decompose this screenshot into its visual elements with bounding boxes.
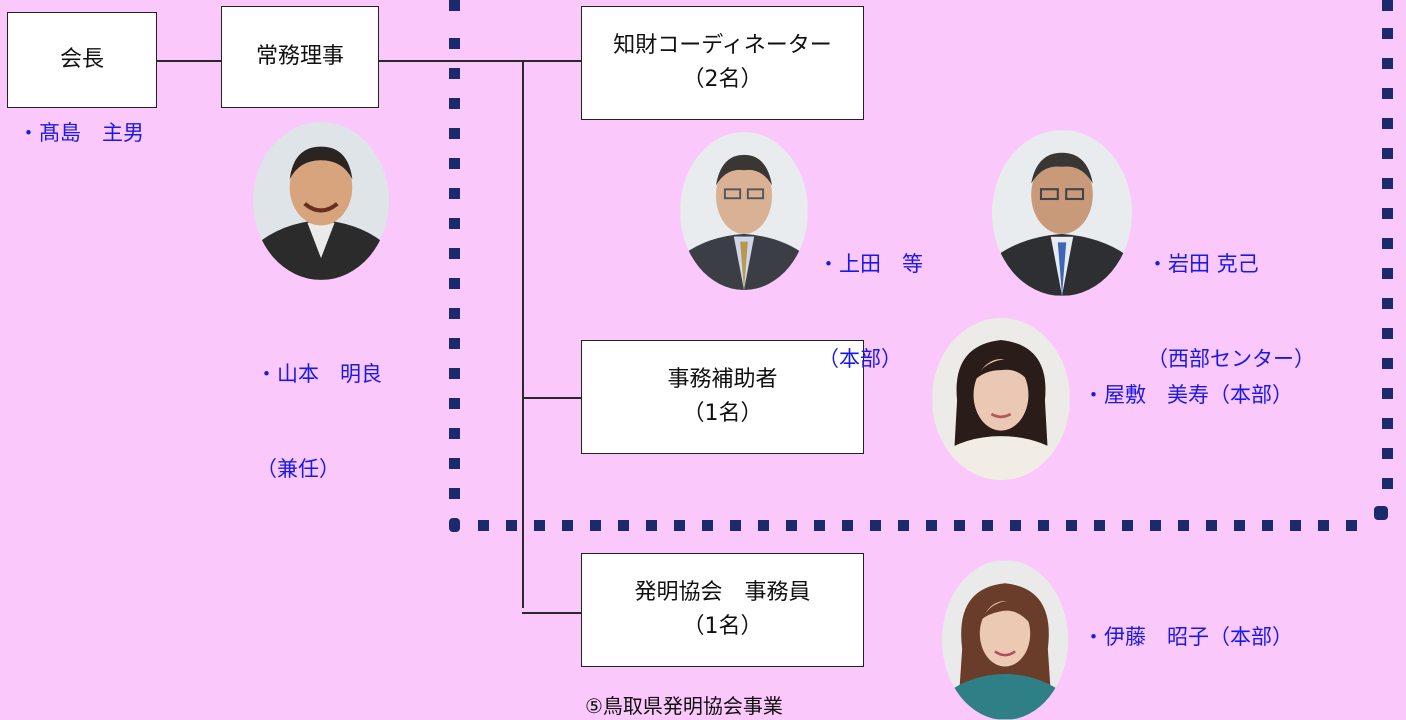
name-ueda: ・上田 等 （本部） — [818, 186, 923, 407]
clerk-count: （1名） — [682, 614, 763, 639]
assistant-title: 事務補助者 — [667, 366, 778, 392]
clerk-title: 発明協会 事務員 — [634, 579, 811, 605]
ueda-name: ・上田 等 — [818, 252, 923, 276]
coordinator-count: （2名） — [682, 67, 763, 92]
name-yashiki: ・屋敷 美寿（本部） — [1083, 383, 1293, 407]
name-takashima: ・髙島 主男 — [18, 121, 144, 145]
name-iwata: ・岩田 克己 （西部センター） — [1147, 186, 1315, 407]
iwata-location: （西部センター） — [1147, 346, 1315, 371]
figure-caption: ⑤鳥取県発明協会事業 — [585, 694, 783, 718]
yamamoto-photo-icon — [253, 122, 389, 280]
ueda-photo-icon — [680, 132, 808, 290]
name-yamamoto: ・山本 明良 （兼任） — [256, 296, 382, 517]
connector-vertical-trunk — [522, 60, 524, 608]
connector-chair-director — [156, 60, 222, 62]
assistant-count: （1名） — [682, 401, 763, 426]
chair-box: 会長 — [7, 12, 157, 108]
iwata-name: ・岩田 克己 — [1147, 252, 1259, 276]
connector-assistant — [522, 397, 581, 399]
assistant-box: 事務補助者 （1名） — [581, 340, 864, 454]
yashiki-photo-icon — [932, 318, 1070, 480]
director-box: 常務理事 — [221, 6, 379, 108]
connector-clerk — [522, 612, 581, 614]
yamamoto-name: ・山本 明良 — [256, 362, 382, 386]
coordinator-title: 知財コーディネーター — [613, 32, 832, 58]
name-ito: ・伊藤 昭子（本部） — [1083, 625, 1293, 649]
iwata-photo-icon — [992, 130, 1132, 296]
director-label: 常務理事 — [255, 43, 344, 69]
ueda-location: （本部） — [818, 346, 902, 371]
coordinator-box: 知財コーディネーター （2名） — [581, 6, 864, 120]
chair-label: 会長 — [59, 46, 104, 72]
ito-photo-icon — [942, 560, 1068, 720]
yamamoto-role: （兼任） — [256, 456, 340, 481]
clerk-box: 発明協会 事務員 （1名） — [581, 553, 864, 667]
connector-director-coordinator — [378, 60, 581, 62]
